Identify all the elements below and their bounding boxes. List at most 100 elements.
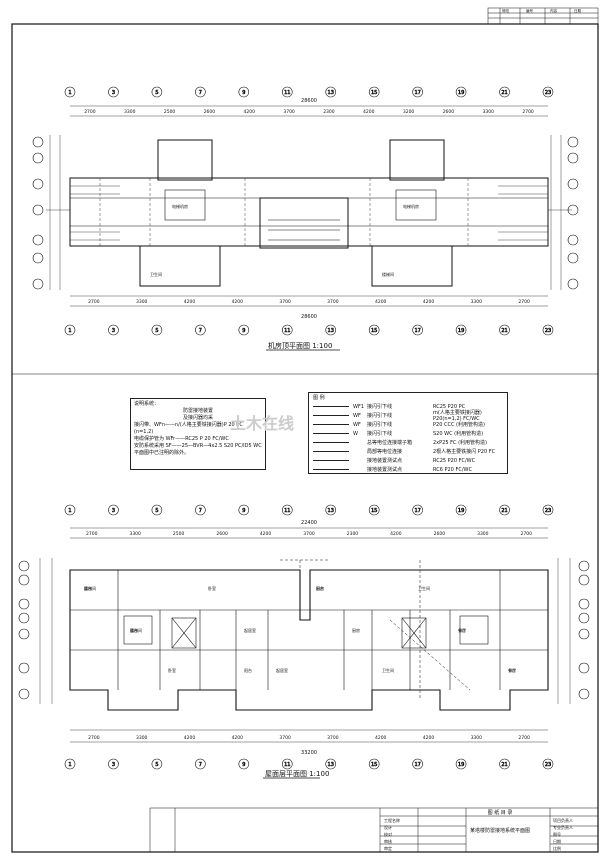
dimension-label: 3200 (403, 109, 415, 115)
dimension-label: 2700 (522, 109, 534, 115)
axis-bubble-label: 21 (501, 90, 507, 96)
legend-spec: S20 WC (利用管构造) (433, 431, 484, 437)
axis-bubble-label: 7 (199, 508, 202, 514)
legend-row: 接地装置测试点 RC6 P20 FC/WC (309, 465, 507, 474)
axis-bubble (542, 86, 554, 98)
upper-total-dim-top: 28600 (301, 98, 317, 104)
dimension-label: 2600 (443, 109, 455, 115)
axis-bubble-label: 13 (328, 762, 334, 768)
axis-bubble-label: 15 (371, 90, 377, 96)
dimension-label: 4200 (184, 735, 196, 741)
legend-spec: RC25 P20 FC/WC (433, 457, 476, 464)
axis-bubble (151, 504, 163, 516)
axis-bubble (195, 324, 206, 336)
title-block-drawing-name: 某塔楼防雷接地系统平面图 (470, 827, 530, 834)
lower-axis-bubbles-left (18, 560, 590, 700)
title-field-label: 审定 (384, 845, 392, 851)
axis-bubble (238, 86, 250, 98)
legend-desc: 总等电位连接端子箱 (367, 440, 413, 446)
axis-bubble-label: 9 (242, 762, 245, 768)
room-label: 书房 (458, 627, 466, 633)
axis-bubble (542, 758, 554, 770)
title-field-label: 图号 (553, 831, 561, 837)
watermark: 土木在线 (230, 414, 295, 433)
dimension-label: 3700 (327, 735, 339, 741)
legend-line-symbol (313, 451, 349, 452)
axis-bubble-label: 23 (545, 508, 551, 514)
dimension-label: 3300 (471, 299, 483, 305)
revision-block: 修改编号内容日期 (487, 7, 599, 25)
axis-bubble (108, 86, 119, 98)
lower-room-labels: 露台露台卧室卧室起居室起居室厨房厨房卫生间卫生间餐厅餐厅楼梯间楼梯间阳台阳台书房… (84, 585, 516, 673)
axis-bubble (412, 324, 423, 336)
axis-bubble (108, 758, 119, 770)
axis-bubble (412, 504, 423, 516)
lower-plan-title: 屋面层平面图 1:100 (265, 770, 329, 778)
legend-line-symbol (313, 424, 349, 425)
axis-bubble-label: 17 (414, 328, 420, 334)
axis-bubble-label: 21 (501, 762, 507, 768)
legend-title: 图 例 (313, 395, 325, 401)
axis-bubble (108, 504, 119, 516)
room-label: 阳台 (316, 585, 324, 591)
dimension-label: 4200 (375, 735, 387, 741)
legend-spec: m(人格主要铁接闪器) P20(n=1,2) FC/WC (433, 410, 482, 422)
room-label: 卧室 (208, 585, 216, 591)
axis-bubble-label: 23 (545, 328, 551, 334)
upper-room-label-1: 电梯机房 (172, 203, 188, 209)
design-notes: 说明系统： 防雷接地装置 及接闪器均采 接闪带、WFn——n/(人格主要铁接闪器… (130, 398, 266, 470)
legend-line-symbol (313, 406, 349, 407)
axis-bubble-label: 1 (68, 762, 71, 768)
axis-bubble-label: 3 (112, 508, 115, 514)
axis-bubble-label: 17 (414, 762, 420, 768)
axis-bubble (325, 86, 337, 98)
axis-bubble (455, 324, 467, 336)
dimension-label: 4200 (423, 299, 435, 305)
axis-bubble (108, 324, 119, 336)
axis-bubble (195, 86, 206, 98)
upper-room-label-4: 楼梯间 (382, 271, 394, 277)
dimension-label: 4200 (232, 299, 244, 305)
revision-label: 修改 (502, 8, 510, 13)
axis-bubble-label: 9 (242, 90, 245, 96)
axis-bubble-label: 11 (284, 328, 290, 334)
legend-desc: 接闪引下线 (367, 413, 393, 419)
legend-line-symbol (313, 415, 349, 416)
title-block-heading: 图 纸 目 录 (488, 809, 513, 816)
axis-bubble (281, 504, 293, 516)
legend-line-symbol (313, 469, 349, 470)
dimension-label: 3300 (136, 299, 148, 305)
dimension-label: 2700 (84, 109, 96, 115)
lower-total-dim-top: 22400 (301, 520, 317, 526)
room-label: 阳台 (244, 667, 252, 673)
legend-line-symbol (313, 433, 349, 434)
dimension-label: 3300 (124, 109, 136, 115)
axis-bubble (281, 758, 293, 770)
room-label: 露台 (84, 585, 92, 591)
dimension-label: 2600 (216, 531, 228, 537)
axis-bubble-label: 15 (371, 762, 377, 768)
axis-bubble (542, 324, 554, 336)
legend-line-symbol (313, 442, 349, 443)
axis-bubble (542, 504, 554, 516)
dimension-label: 3300 (483, 109, 495, 115)
dimension-label: 4200 (244, 109, 256, 115)
axis-bubble (455, 504, 467, 516)
legend-code: WF (353, 412, 361, 419)
axis-bubble-label: 5 (155, 90, 158, 96)
legend-desc: 接地装置测试点 (367, 467, 403, 473)
axis-bubble-label: 11 (284, 90, 290, 96)
room-label: 餐厅 (508, 667, 516, 673)
axis-bubble-label: 19 (458, 328, 464, 334)
legend-spec: RC6 P20 FC/WC (433, 466, 472, 473)
dimension-label: 3700 (327, 299, 339, 305)
axis-bubble-label: 5 (155, 328, 158, 334)
